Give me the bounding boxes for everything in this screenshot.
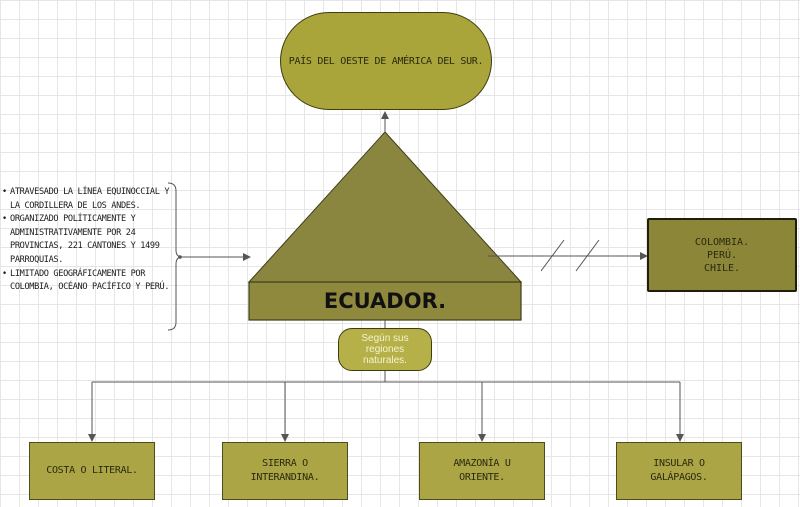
note-item: Organizado políticamente y administrativ… — [2, 213, 178, 267]
note-item: Limitado geográficamente por Colombia, O… — [2, 268, 178, 295]
break-mark-1 — [540, 239, 565, 272]
notes-list: Atravesado la línea equinoccial y la cor… — [2, 186, 178, 295]
ecuador-title: Ecuador. — [323, 289, 447, 313]
ecuador-triangle — [247, 131, 523, 283]
neighbors-box: Colombia. Perú. Chile. — [647, 218, 797, 292]
region-box-amazonia: Amazonía u oriente. — [419, 442, 545, 500]
top-box-country-description: País del oeste de América del Sur. — [280, 12, 492, 110]
ecuador-base — [248, 281, 522, 321]
region-box-costa: Costa o literal. — [29, 442, 155, 500]
note-item: Atravesado la línea equinoccial y la cor… — [2, 186, 178, 213]
region-box-sierra: Sierra o interandina. — [222, 442, 348, 500]
break-mark-2 — [575, 239, 600, 272]
brace-dot — [178, 255, 182, 259]
region-box-insular: Insular o galápagos. — [616, 442, 742, 500]
criterion-box: Según sus regiones naturales. — [338, 328, 432, 371]
